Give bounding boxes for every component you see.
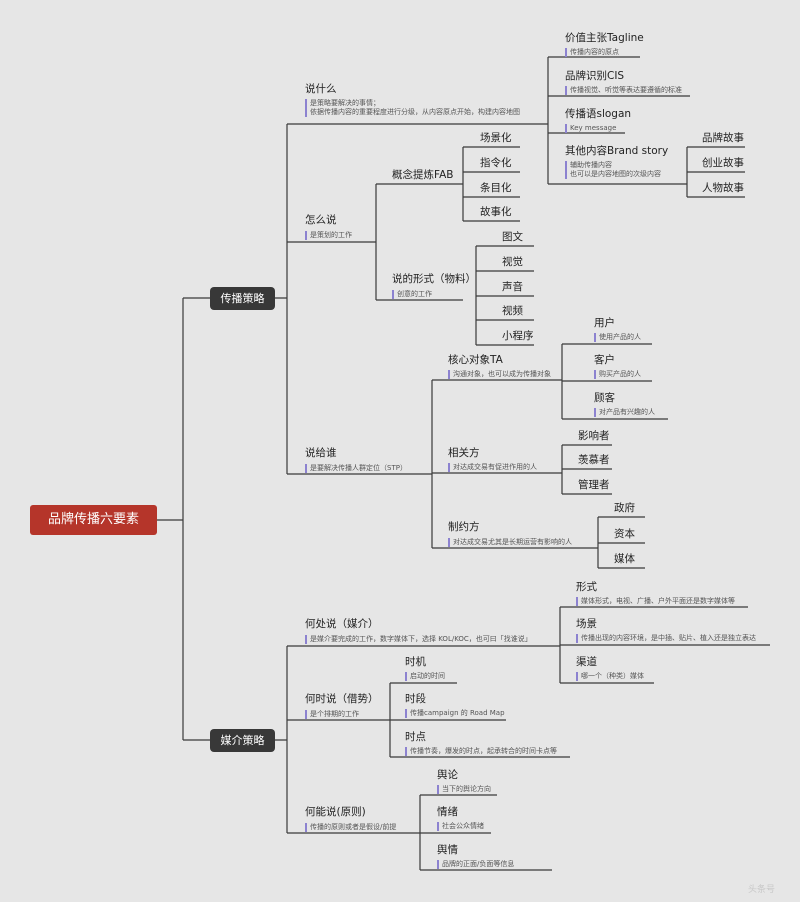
note-media-channel: 哪一个（种类）媒体 xyxy=(576,672,644,681)
node-tagline[interactable]: 价值主张Tagline xyxy=(565,32,644,44)
note-stakeholders: 对达成交易有促进作用的人 xyxy=(448,463,537,472)
node-fab-command[interactable]: 指令化 xyxy=(480,157,512,169)
node-fab-scene[interactable]: 场景化 xyxy=(480,132,512,144)
note-period: 传播campaign 的 Road Map xyxy=(405,709,505,718)
node-where-to-say[interactable]: 何处说（媒介） xyxy=(305,618,379,630)
note-how-to-say: 是策划的工作 xyxy=(305,231,352,240)
note-timepoint: 传播节奏，爆发的时点，起承转合的时间卡点等 xyxy=(405,747,557,756)
node-media[interactable]: 媒体 xyxy=(614,553,635,565)
branch-communication-strategy[interactable]: 传播策略 xyxy=(210,287,275,310)
node-customer[interactable]: 顾客 xyxy=(594,392,615,404)
node-fab-list[interactable]: 条目化 xyxy=(480,182,512,194)
node-stakeholders[interactable]: 相关方 xyxy=(448,447,480,459)
node-form[interactable]: 说的形式（物料） xyxy=(392,273,476,285)
note-cis: 传播视觉、听觉等表达要遵循的标准 xyxy=(565,86,682,95)
node-slogan[interactable]: 传播语slogan xyxy=(565,108,632,120)
note-line-1: 是策略要解决的事情； xyxy=(310,99,380,107)
node-media-scene[interactable]: 场景 xyxy=(576,618,597,630)
note-line-1: 辅助传播内容 xyxy=(570,161,612,169)
note-line-2: 依据传播内容的重要程度进行分级，从内容原点开始，构建内容地图 xyxy=(310,108,520,116)
node-to-whom[interactable]: 说给谁 xyxy=(305,447,337,459)
node-manager[interactable]: 管理者 xyxy=(578,479,610,491)
note-media-form: 媒体形式，电视、广播、户外平面还是数字媒体等 xyxy=(576,597,735,606)
node-when-to-say[interactable]: 何时说（借势） xyxy=(305,693,379,705)
node-core-ta[interactable]: 核心对象TA xyxy=(448,354,503,366)
node-timing[interactable]: 时机 xyxy=(405,656,426,668)
note-sentiment: 品牌的正面/负面等信息 xyxy=(437,860,514,869)
note-customer: 对产品有兴趣的人 xyxy=(594,408,655,417)
node-admirer[interactable]: 羡慕者 xyxy=(578,454,610,466)
node-brand-story[interactable]: 其他内容Brand story xyxy=(565,145,669,157)
note-what-to-say: 是策略要解决的事情；依据传播内容的重要程度进行分级，从内容原点开始，构建内容地图 xyxy=(305,99,520,117)
node-fab[interactable]: 概念提炼FAB xyxy=(392,169,454,181)
note-emotion: 社会公众情绪 xyxy=(437,822,484,831)
node-influencer[interactable]: 影响者 xyxy=(578,430,610,442)
note-client: 购买产品的人 xyxy=(594,370,641,379)
node-form-graphic[interactable]: 图文 xyxy=(502,231,523,243)
node-emotion[interactable]: 情绪 xyxy=(437,806,458,818)
note-public-opinion: 当下的舆论方向 xyxy=(437,785,491,794)
node-form-audio[interactable]: 声音 xyxy=(502,281,523,293)
note-line-2: 也可以是内容地图的次级内容 xyxy=(570,170,661,178)
node-form-miniprogram[interactable]: 小程序 xyxy=(502,330,534,342)
note-timing: 启动的时间 xyxy=(405,672,445,681)
node-client[interactable]: 客户 xyxy=(594,354,615,366)
node-period[interactable]: 时段 xyxy=(405,693,426,705)
note-when-to-say: 是个排期的工作 xyxy=(305,710,359,719)
node-cis[interactable]: 品牌识别CIS xyxy=(565,70,625,82)
node-how-to-say[interactable]: 怎么说 xyxy=(305,214,337,226)
note-to-whom: 是要解决传播人群定位（STP） xyxy=(305,464,407,473)
node-media-form[interactable]: 形式 xyxy=(576,581,597,593)
node-capital[interactable]: 资本 xyxy=(614,528,635,540)
node-constrainers[interactable]: 制约方 xyxy=(448,521,480,533)
node-story-startup[interactable]: 创业故事 xyxy=(702,157,744,169)
node-form-video[interactable]: 视频 xyxy=(502,305,523,317)
note-brand-story: 辅助传播内容也可以是内容地图的次级内容 xyxy=(565,161,661,179)
root-node-brand-communication[interactable]: 品牌传播六要素 xyxy=(30,505,157,535)
node-user[interactable]: 用户 xyxy=(594,317,615,329)
note-principles: 传播的原则或者是假设/前提 xyxy=(305,823,396,832)
note-where-to-say: 是媒介要完成的工作，数字媒体下，选择 KOL/KOC，也可曰「找谁说」 xyxy=(305,635,532,644)
node-story-brand[interactable]: 品牌故事 xyxy=(702,132,744,144)
node-public-opinion[interactable]: 舆论 xyxy=(437,769,458,781)
branch-media-strategy[interactable]: 媒介策略 xyxy=(210,729,275,752)
node-government[interactable]: 政府 xyxy=(614,502,635,514)
note-slogan: Key message xyxy=(565,124,616,133)
node-media-channel[interactable]: 渠道 xyxy=(576,656,597,668)
note-user: 使用产品的人 xyxy=(594,333,641,342)
node-what-to-say[interactable]: 说什么 xyxy=(305,83,337,95)
note-constrainers: 对达成交易尤其是长期运营有影响的人 xyxy=(448,538,572,547)
note-media-scene: 传播出现的内容环境，是中插、贴片、植入还是独立表达 xyxy=(576,634,756,643)
note-form: 创意的工作 xyxy=(392,290,432,299)
watermark: 头条号 xyxy=(748,885,776,895)
node-sentiment[interactable]: 舆情 xyxy=(437,844,458,856)
node-principles[interactable]: 何能说(原则) xyxy=(305,806,366,818)
node-timepoint[interactable]: 时点 xyxy=(405,731,426,743)
node-form-visual[interactable]: 视觉 xyxy=(502,256,523,268)
note-core-ta: 沟通对象，也可以成为传播对象 xyxy=(448,370,551,379)
node-fab-story[interactable]: 故事化 xyxy=(480,206,512,218)
node-story-people[interactable]: 人物故事 xyxy=(702,182,744,194)
note-tagline: 传播内容的原点 xyxy=(565,48,619,57)
